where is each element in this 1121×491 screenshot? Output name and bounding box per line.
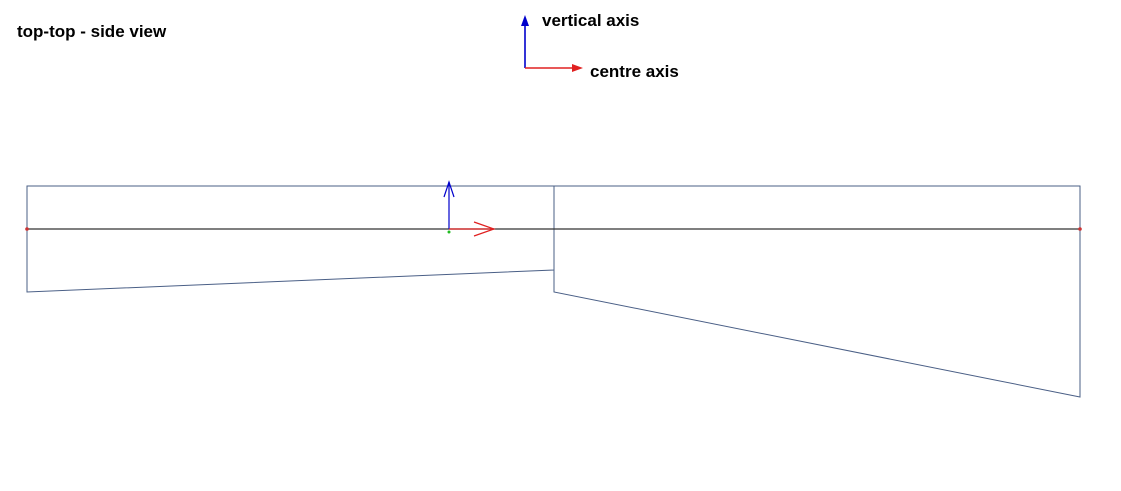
left-segment-outline: [26, 185, 555, 293]
local-arrow-up-icon: [443, 180, 455, 198]
origin-point: [447, 230, 451, 234]
start-point: [25, 227, 29, 231]
view-title: top-top - side view: [17, 22, 167, 41]
vertical-axis-label: vertical axis: [542, 11, 639, 30]
legend-centre-axis: centre axis: [525, 62, 679, 81]
arrow-right-icon-head: [572, 64, 583, 72]
arrow-up-icon-head: [521, 15, 529, 26]
local-axes: [443, 180, 496, 237]
end-point: [1078, 227, 1082, 231]
centre-axis-label: centre axis: [590, 62, 679, 81]
local-arrow-right-icon: [473, 221, 496, 237]
legend-vertical-axis: vertical axis: [521, 11, 639, 68]
right-segment-outline: [553, 185, 1081, 398]
